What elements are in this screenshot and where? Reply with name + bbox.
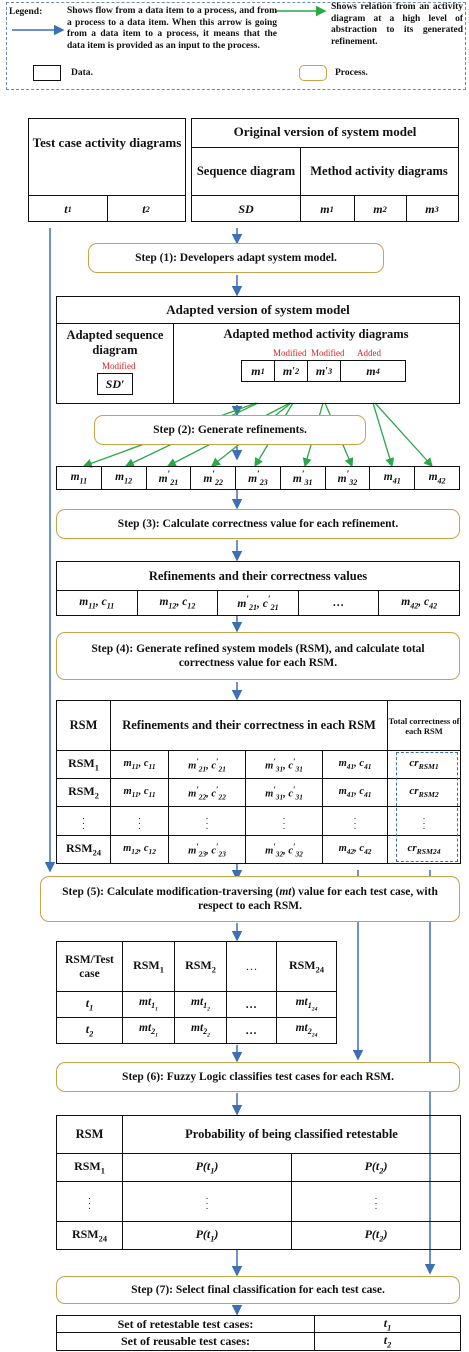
rsm-total-header: Total correctness of each RSM (387, 700, 462, 751)
table-row: RSM1 m11, c11 m′21, c′21 m′31, c′31 m41,… (56, 750, 462, 779)
table-row: ......... (56, 1181, 462, 1222)
refinements-row: m11 m12 m′21 m′22 m′23 m′31 m′32 m41 m42 (56, 466, 460, 490)
reusable-label: Set of reusable test cases: (56, 1332, 315, 1351)
refinement-m12: m12 (100, 466, 147, 490)
step-1-process: Step (1): Developers adapt system model. (88, 243, 384, 273)
refinement-m21: m′21 (145, 466, 192, 490)
method-diagrams-header: Method activity diagrams (310, 163, 448, 178)
refinement-m22: m′22 (190, 466, 237, 490)
m4-status: Added (357, 348, 381, 358)
retestable-value: t1 (314, 1314, 461, 1334)
original-model-title: Original version of system model (233, 124, 417, 139)
rsm-col-header: RSM (56, 700, 111, 751)
step-6-process: Step (6): Fuzzy Logic classifies test ca… (56, 1062, 460, 1092)
correctness-cell-2: m12, c12 (136, 590, 219, 616)
correctness-cell-4: … (297, 590, 380, 616)
legend-data-box (33, 65, 61, 81)
test-case-diagrams-title: Test case activity diagrams (32, 135, 182, 150)
reusable-value: t2 (314, 1332, 461, 1351)
cr-rsm1: crRSM1 (387, 750, 462, 779)
legend-green-text: Shows relation from an activity diagram … (331, 2, 463, 47)
rsm-row-label: RSM1 (56, 750, 111, 779)
table-row: Set of retestable test cases: t1 (56, 1314, 461, 1334)
mt-table-header-3: … (226, 941, 277, 992)
step-4-process: Step (4): Generate refined system models… (56, 632, 460, 680)
adapted-model-title: Adapted version of system model (166, 302, 350, 317)
mt-table: RSM/Test case RSM1 RSM2 … RSM24 t1 mt11 … (56, 941, 337, 1044)
legend-data-label: Data. (71, 68, 93, 78)
legend-process-label: Process. (335, 68, 368, 78)
table-row: Set of reusable test cases: t2 (56, 1332, 461, 1351)
total-correctness-highlight (396, 752, 458, 862)
cr-rsm2: crRSM2 (387, 778, 462, 807)
refinement-m31: m′31 (279, 466, 326, 490)
original-model-panel: Original version of system model Sequenc… (191, 118, 459, 222)
step-5-process: Step (5): Calculate modification-travers… (40, 876, 460, 922)
rsm-table: RSM Refinements and their correctness in… (56, 700, 462, 864)
refinement-m41: m41 (369, 466, 416, 490)
table-row: RSM24 P(t1) P(t2) (56, 1221, 462, 1250)
adapted-seq-status: Modified (102, 361, 136, 371)
m3-status: Modified (311, 348, 345, 358)
sequence-diagram-header: Sequence diagram (196, 163, 296, 178)
table-row: t2 mt21 mt22 … mt224 (56, 1017, 337, 1044)
m2-status: Modified (273, 348, 307, 358)
refinement-m42: m42 (414, 466, 460, 490)
table-row: RSM2 m11, c11 m′22, c′22 m′31, c′31 m41,… (56, 778, 462, 807)
refinement-m23: m′23 (235, 466, 281, 490)
step-3-process: Step (3): Calculate correctness value fo… (56, 509, 460, 539)
refinement-m32: m′32 (324, 466, 371, 490)
table-row: RSM1 P(t1) P(t2) (56, 1153, 462, 1182)
mt-table-header-2: RSM2 (174, 941, 227, 992)
adapted-model-panel: Adapted version of system model Adapted … (56, 296, 460, 404)
correctness-cell-3: m′21, c′21 (217, 590, 299, 616)
probability-table: RSM Probability of being classified rete… (56, 1115, 462, 1250)
mt-table-header-1: RSM1 (122, 941, 175, 992)
cr-rsm24: crRSM24 (387, 835, 462, 864)
rsm-row-label: RSM24 (56, 835, 111, 864)
retestable-label: Set of retestable test cases: (56, 1314, 315, 1334)
seq-diagram-sd: SD (238, 201, 254, 216)
final-classification-table: Set of retestable test cases: t1 Set of … (56, 1314, 461, 1351)
adapted-seq-header: Adapted sequence diagram (66, 328, 164, 357)
rsm-row-label: RSM2 (56, 778, 111, 807)
mt-table-header-0: RSM/Test case (56, 941, 123, 992)
adapted-seq-sd: SD′ (97, 373, 133, 395)
table-row: RSM24 m12, c12 m′23, c′23 m′32, c′32 m42… (56, 835, 462, 864)
adapted-method-m2: m′2 (274, 360, 308, 382)
correctness-table: Refinements and their correctness values… (56, 561, 460, 616)
legend-process-box (299, 65, 327, 81)
prob-header: Probability of being classified retestab… (121, 1115, 462, 1154)
mt-table-header-4: RSM24 (276, 941, 337, 992)
step-7-process: Step (7): Select final classification fo… (56, 1276, 460, 1304)
legend-blue-text: Shows flow from a data item to a process… (67, 6, 277, 51)
correctness-cell-5: m42, c42 (378, 590, 460, 616)
adapted-method-header: Adapted method activity diagrams (223, 326, 409, 341)
correctness-table-title: Refinements and their correctness values (56, 561, 460, 591)
correctness-cell-1: m11, c11 (56, 590, 138, 616)
legend-title: Legend: (9, 7, 43, 17)
step-2-process: Step (2): Generate refinements. (94, 415, 366, 445)
legend-panel: Legend: Shows flow from a data item to a… (6, 2, 466, 90)
adapted-method-m3: m′3 (307, 360, 341, 382)
refinement-m11: m11 (56, 466, 102, 490)
rsm-refinements-header: Refinements and their correctness in eac… (109, 700, 389, 751)
table-row: t1 mt11 mt12 … mt124 (56, 991, 337, 1018)
prob-rsm-header: RSM (56, 1115, 123, 1154)
